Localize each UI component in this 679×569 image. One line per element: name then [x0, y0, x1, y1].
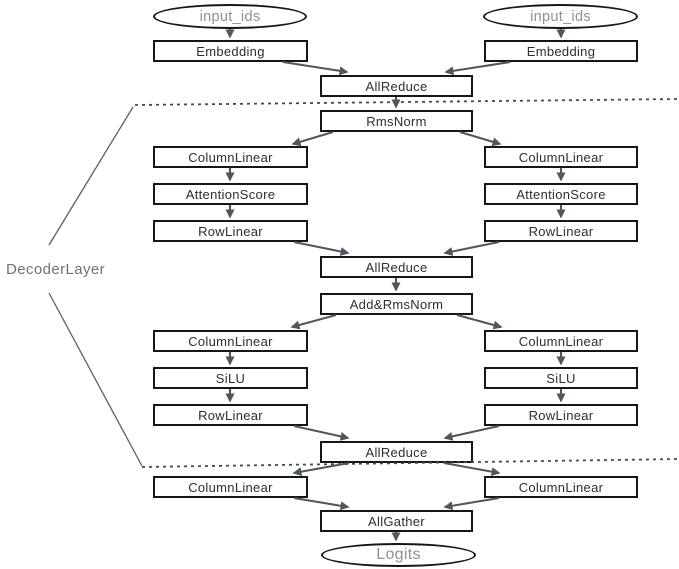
edge-arrow [293, 424, 350, 441]
edge-arrow [459, 130, 502, 147]
edge-arrow [293, 240, 350, 256]
edge-arrow [443, 240, 500, 256]
node-attentionscore-left: AttentionScore [153, 183, 308, 205]
edge-arrows [225, 29, 566, 542]
node-attn-columnlinear-left: ColumnLinear [153, 146, 308, 168]
edge-arrow [293, 496, 350, 511]
node-attn-columnlinear-right: ColumnLinear [484, 146, 638, 168]
node-embedding-left: Embedding [153, 40, 308, 62]
edge-arrow [292, 461, 350, 477]
node-silu-left: SiLU [153, 367, 308, 389]
node-head-columnlinear-left: ColumnLinear [153, 476, 308, 498]
dashed-boundary-top [134, 98, 679, 106]
edge-arrow [290, 313, 337, 330]
node-embedding-right: Embedding [484, 40, 638, 62]
edge-arrow [282, 60, 349, 76]
node-add-rmsnorm: Add&RmsNorm [320, 293, 473, 315]
node-input-ids-right: input_ids [483, 4, 638, 29]
node-mlp-rowlinear-left: RowLinear [153, 404, 308, 426]
decoder-layer-label: DecoderLayer [6, 261, 106, 278]
node-input-ids-left: input_ids [153, 4, 307, 29]
node-allreduce-embedding: AllReduce [320, 75, 473, 97]
node-mlp-rowlinear-right: RowLinear [484, 404, 638, 426]
node-allreduce-attention: AllReduce [320, 256, 473, 278]
node-rmsnorm: RmsNorm [320, 110, 473, 132]
node-attn-rowlinear-right: RowLinear [484, 220, 638, 242]
edge-arrow [291, 130, 334, 147]
node-logits: Logits [321, 543, 476, 567]
edge-arrow [443, 424, 500, 441]
edge-arrow [444, 60, 511, 76]
edge-arrow [443, 461, 501, 477]
node-allgather: AllGather [320, 510, 473, 532]
edge-arrow [456, 313, 503, 330]
edge-arrow [443, 496, 500, 511]
node-head-columnlinear-right: ColumnLinear [484, 476, 638, 498]
node-allreduce-mlp: AllReduce [320, 441, 473, 463]
node-mlp-columnlinear-right: ColumnLinear [484, 330, 638, 352]
node-mlp-columnlinear-left: ColumnLinear [153, 330, 308, 352]
node-attn-rowlinear-left: RowLinear [153, 220, 308, 242]
decoder-layer-bracket [48, 106, 143, 467]
node-attentionscore-right: AttentionScore [484, 183, 638, 205]
node-silu-right: SiLU [484, 367, 638, 389]
